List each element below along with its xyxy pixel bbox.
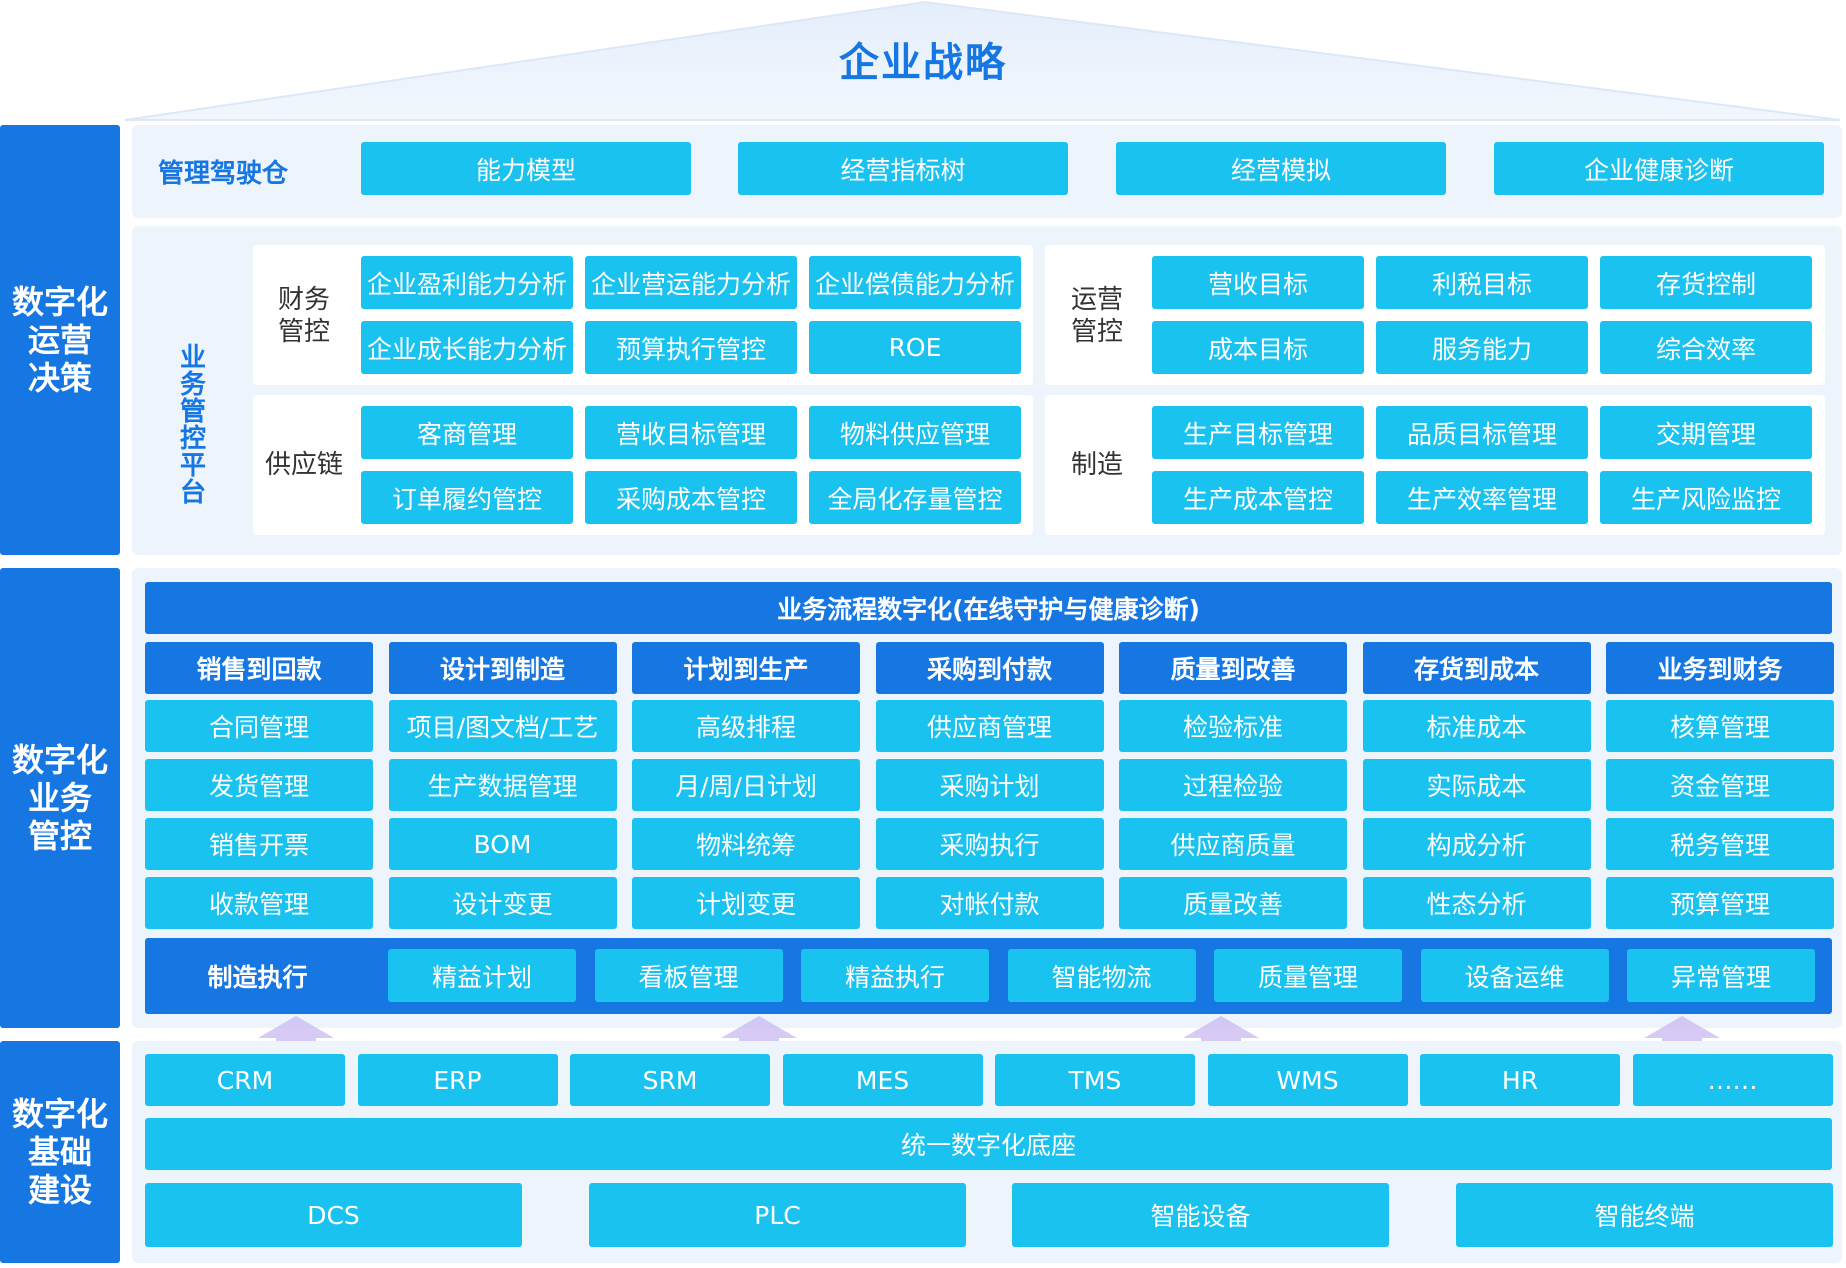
- manufacturing-execution-item[interactable]: 质量管理: [1214, 949, 1402, 1002]
- digital-base[interactable]: 统一数字化底座: [145, 1118, 1832, 1170]
- process-item[interactable]: 性态分析: [1362, 877, 1591, 929]
- system-item[interactable]: CRM: [145, 1054, 345, 1106]
- finance-item[interactable]: 企业盈利能力分析: [361, 256, 573, 309]
- process-item[interactable]: 销售开票: [145, 818, 373, 870]
- finance-item[interactable]: 预算执行管控: [585, 321, 797, 374]
- process-title: 业务流程数字化(在线守护与健康诊断): [145, 582, 1832, 634]
- device-item[interactable]: 智能终端: [1456, 1183, 1833, 1247]
- process-column-header: 销售到回款: [145, 642, 373, 694]
- manufacturing-item[interactable]: 品质目标管理: [1376, 406, 1588, 459]
- finance-item[interactable]: 企业成长能力分析: [361, 321, 573, 374]
- process-item[interactable]: 计划变更: [632, 877, 860, 929]
- process-item[interactable]: 物料统筹: [632, 818, 860, 870]
- process-item[interactable]: 供应商管理: [875, 700, 1104, 752]
- operation-item[interactable]: 营收目标: [1152, 256, 1364, 309]
- process-item[interactable]: 收款管理: [145, 877, 373, 929]
- operation-item[interactable]: 利税目标: [1376, 256, 1588, 309]
- system-item[interactable]: WMS: [1207, 1054, 1408, 1106]
- process-item[interactable]: 资金管理: [1606, 759, 1834, 811]
- side-label-business-control: 数字化 业务 管控: [0, 568, 120, 1028]
- process-item[interactable]: 供应商质量: [1119, 818, 1347, 870]
- cockpit-item[interactable]: 企业健康诊断: [1494, 142, 1824, 195]
- supply-chain-item[interactable]: 采购成本管控: [585, 471, 797, 524]
- supply-chain-item[interactable]: 全局化存量管控: [809, 471, 1021, 524]
- system-item[interactable]: TMS: [995, 1054, 1195, 1106]
- process-column-header: 采购到付款: [875, 642, 1104, 694]
- strategy-roof: [124, 0, 1841, 121]
- process-item[interactable]: 实际成本: [1362, 759, 1591, 811]
- supply-chain-item[interactable]: 订单履约管控: [361, 471, 573, 524]
- process-item[interactable]: 核算管理: [1606, 700, 1834, 752]
- process-item[interactable]: 税务管理: [1606, 818, 1834, 870]
- operation-item[interactable]: 存货控制: [1600, 256, 1812, 309]
- operation-item[interactable]: 综合效率: [1600, 321, 1812, 374]
- manufacturing-execution-item[interactable]: 智能物流: [1007, 949, 1196, 1002]
- cockpit-item[interactable]: 经营指标树: [738, 142, 1068, 195]
- manufacturing-execution-item[interactable]: 看板管理: [594, 949, 783, 1002]
- panel-manufacturing-label: 制造: [1070, 450, 1123, 480]
- process-item[interactable]: 月/周/日计划: [632, 759, 860, 811]
- process-item[interactable]: 质量改善: [1119, 877, 1347, 929]
- manufacturing-execution-item[interactable]: 异常管理: [1627, 949, 1815, 1002]
- system-item[interactable]: MES: [782, 1054, 983, 1106]
- manufacturing-execution-item[interactable]: 精益执行: [801, 949, 989, 1002]
- process-item[interactable]: 高级排程: [632, 700, 860, 752]
- finance-item[interactable]: 企业营运能力分析: [585, 256, 797, 309]
- operation-item[interactable]: 成本目标: [1152, 321, 1364, 374]
- panel-operation-label: 运营 管控: [1070, 285, 1123, 347]
- process-item[interactable]: 项目/图文档/工艺: [388, 700, 617, 752]
- panel-finance-label: 财务 管控: [277, 285, 330, 347]
- supply-chain-item[interactable]: 营收目标管理: [585, 406, 797, 459]
- process-column-header: 质量到改善: [1119, 642, 1347, 694]
- process-item[interactable]: 检验标准: [1119, 700, 1347, 752]
- strategy-title: 企业战略: [839, 40, 1007, 86]
- cockpit-label: 管理驾驶仓: [158, 159, 289, 189]
- business-platform-label: 业务管控平台: [179, 343, 206, 508]
- process-item[interactable]: 发货管理: [145, 759, 373, 811]
- finance-item[interactable]: ROE: [809, 321, 1021, 374]
- process-item[interactable]: 对帐付款: [875, 877, 1104, 929]
- device-item[interactable]: DCS: [145, 1183, 522, 1247]
- process-item[interactable]: 合同管理: [145, 700, 373, 752]
- process-item[interactable]: 过程检验: [1119, 759, 1347, 811]
- manufacturing-execution-item[interactable]: 设备运维: [1420, 949, 1609, 1002]
- panel-supply-chain-label: 供应链: [264, 450, 343, 480]
- system-item[interactable]: ……: [1632, 1054, 1833, 1106]
- manufacturing-execution-item[interactable]: 精益计划: [388, 949, 576, 1002]
- device-item[interactable]: PLC: [589, 1183, 966, 1247]
- process-item[interactable]: 标准成本: [1362, 700, 1591, 752]
- manufacturing-item[interactable]: 生产目标管理: [1152, 406, 1364, 459]
- process-column-header: 业务到财务: [1606, 642, 1834, 694]
- process-column-header: 计划到生产: [632, 642, 860, 694]
- process-item[interactable]: 构成分析: [1362, 818, 1591, 870]
- finance-item[interactable]: 企业偿债能力分析: [809, 256, 1021, 309]
- process-item[interactable]: BOM: [388, 818, 617, 870]
- process-item[interactable]: 采购计划: [875, 759, 1104, 811]
- device-item[interactable]: 智能设备: [1012, 1183, 1389, 1247]
- system-item[interactable]: ERP: [357, 1054, 558, 1106]
- system-item[interactable]: HR: [1420, 1054, 1620, 1106]
- manufacturing-execution-label: 制造执行: [207, 963, 308, 992]
- process-item[interactable]: 生产数据管理: [388, 759, 617, 811]
- manufacturing-item[interactable]: 生产风险监控: [1600, 471, 1812, 524]
- process-item[interactable]: 设计变更: [388, 877, 617, 929]
- manufacturing-item[interactable]: 交期管理: [1600, 406, 1812, 459]
- manufacturing-item[interactable]: 生产效率管理: [1376, 471, 1588, 524]
- manufacturing-item[interactable]: 生产成本管控: [1152, 471, 1364, 524]
- cockpit-item[interactable]: 经营模拟: [1116, 142, 1446, 195]
- process-column-header: 存货到成本: [1362, 642, 1591, 694]
- process-item[interactable]: 采购执行: [875, 818, 1104, 870]
- system-item[interactable]: SRM: [570, 1054, 770, 1106]
- supply-chain-item[interactable]: 客商管理: [361, 406, 573, 459]
- cockpit-item[interactable]: 能力模型: [361, 142, 691, 195]
- side-label-foundation: 数字化 基础 建设: [0, 1041, 120, 1263]
- side-label-operation-decision: 数字化 运营 决策: [0, 125, 120, 555]
- operation-item[interactable]: 服务能力: [1376, 321, 1588, 374]
- process-column-header: 设计到制造: [388, 642, 617, 694]
- supply-chain-item[interactable]: 物料供应管理: [809, 406, 1021, 459]
- process-item[interactable]: 预算管理: [1606, 877, 1834, 929]
